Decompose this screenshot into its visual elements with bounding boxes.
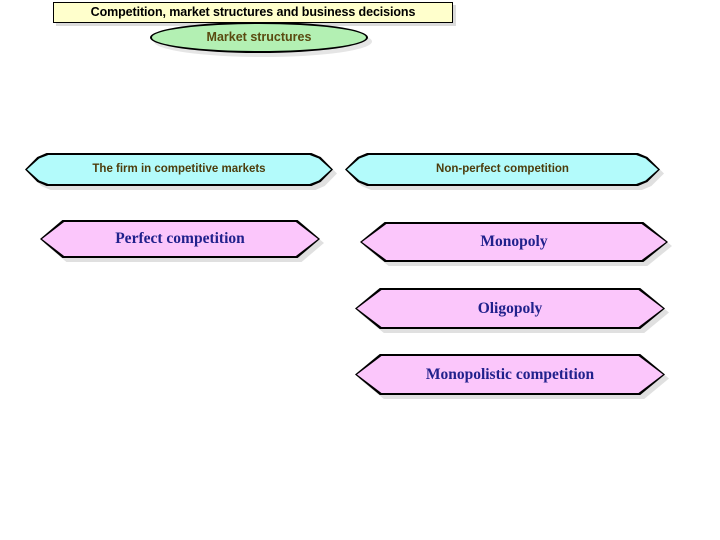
branch-item-fill — [357, 356, 663, 393]
branch-heading-fill — [27, 155, 331, 184]
branch-heading-competitive-markets: The firm in competitive markets — [25, 153, 337, 190]
branch-item-fill — [42, 222, 318, 256]
branch-heading-shape: Non-perfect competition — [345, 153, 660, 186]
branch-item-shape: Monopolistic competition — [355, 354, 665, 395]
branch-item-shape: Perfect competition — [40, 220, 320, 258]
branch-heading-fill — [347, 155, 658, 184]
branch-heading-shape: The firm in competitive markets — [25, 153, 333, 186]
branch-item-fill — [357, 290, 663, 327]
branch-heading-non-perfect-competition: Non-perfect competition — [345, 153, 664, 190]
branch-item-monopoly: Monopoly — [360, 222, 672, 266]
branch-item-shape: Monopoly — [360, 222, 668, 262]
slide-title-text: Competition, market structures and busin… — [90, 5, 416, 20]
branch-item-label: Oligopoly — [477, 299, 543, 317]
topic-ellipse: Market structures — [150, 22, 368, 53]
branch-item-oligopoly: Oligopoly — [355, 288, 669, 333]
branch-item-fill — [362, 224, 666, 260]
branch-item-monopolistic-competition: Monopolistic competition — [355, 354, 669, 399]
branch-item-label: Monopoly — [480, 233, 548, 251]
topic-ellipse-label: Market structures — [206, 30, 312, 45]
branch-item-label: Monopolistic competition — [425, 365, 595, 383]
branch-item-label: Perfect competition — [115, 230, 245, 248]
branch-item-shape: Oligopoly — [355, 288, 665, 329]
branch-heading-label: Non-perfect competition — [436, 162, 569, 175]
branch-heading-label: The firm in competitive markets — [92, 162, 266, 175]
branch-item-perfect-competition: Perfect competition — [40, 220, 324, 262]
slide-title-box: Competition, market structures and busin… — [53, 2, 453, 23]
